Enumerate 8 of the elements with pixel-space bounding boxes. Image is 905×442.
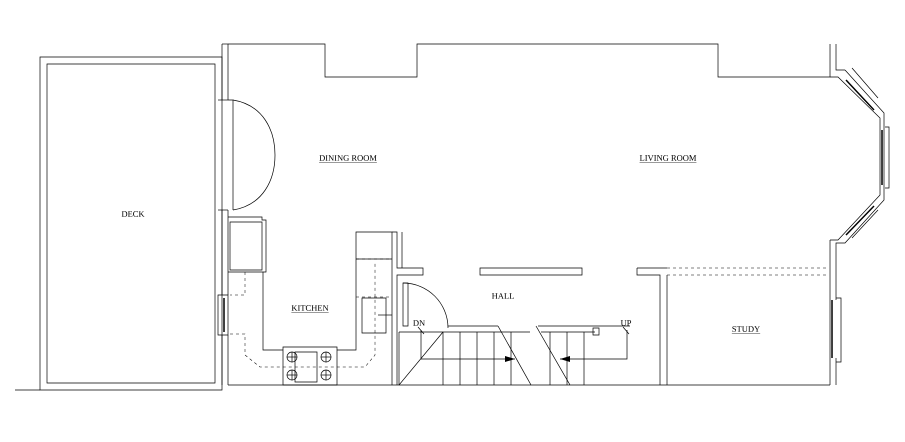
room-label: KITCHEN — [291, 305, 329, 312]
room-label: DECK — [122, 211, 144, 217]
room-label: LIVING ROOM — [639, 155, 697, 162]
room-label: HALL — [492, 293, 514, 299]
stair-label: UP — [620, 320, 632, 326]
room-label: STUDY — [732, 326, 760, 334]
room-label: DINING ROOM — [318, 155, 378, 162]
stair-label: DN — [413, 320, 425, 326]
